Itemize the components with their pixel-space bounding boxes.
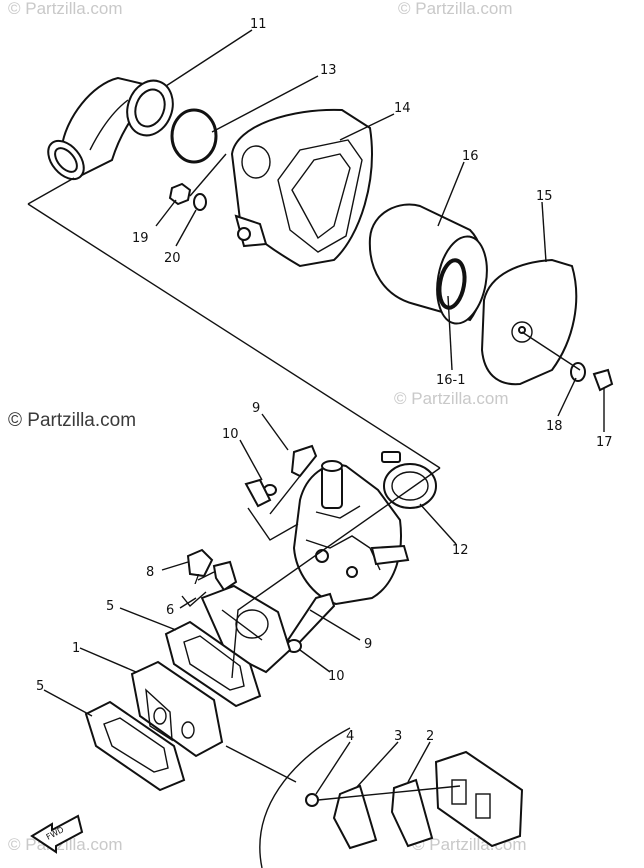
alignment-line-top bbox=[27, 203, 441, 469]
leader-lines bbox=[43, 29, 605, 795]
part-o-ring bbox=[170, 108, 218, 164]
callout-3: 3 bbox=[394, 729, 402, 744]
part-washer-20 bbox=[193, 193, 207, 211]
part-bolt-9-upper bbox=[290, 444, 318, 478]
forward-arrow-icon: FWD bbox=[30, 814, 84, 854]
callout-6: 6 bbox=[166, 603, 174, 618]
part-bolt-9-lower bbox=[286, 592, 336, 648]
callout-8: 8 bbox=[146, 565, 154, 580]
part-gasket-lower bbox=[84, 700, 186, 792]
callout-12: 12 bbox=[452, 543, 469, 558]
watermark-mid-right: © Partzilla.com bbox=[394, 389, 509, 408]
part-reed-plate bbox=[434, 750, 524, 848]
callout-5-upper: 5 bbox=[106, 599, 114, 614]
callout-15: 15 bbox=[536, 189, 553, 204]
callout-10-lower: 10 bbox=[328, 669, 345, 684]
callout-9-upper: 9 bbox=[252, 401, 260, 416]
callout-2: 2 bbox=[426, 729, 434, 744]
part-screw-4 bbox=[305, 793, 319, 807]
callout-7: 7 bbox=[192, 573, 200, 588]
part-nut-19 bbox=[168, 182, 192, 206]
callout-16: 16 bbox=[462, 149, 479, 164]
watermark-top-left: © Partzilla.com bbox=[8, 0, 123, 18]
separator-curve bbox=[259, 727, 351, 868]
callout-11: 11 bbox=[250, 17, 267, 32]
part-elbow-7 bbox=[212, 560, 238, 592]
callout-5-lower: 5 bbox=[36, 679, 44, 694]
part-cap-8 bbox=[186, 548, 214, 578]
part-intake-joint bbox=[47, 76, 174, 181]
callout-14: 14 bbox=[394, 101, 411, 116]
part-washer-18 bbox=[570, 362, 586, 382]
callout-1: 1 bbox=[72, 641, 80, 656]
callout-16-1: 16-1 bbox=[436, 373, 466, 388]
watermark-top-right: © Partzilla.com bbox=[398, 0, 513, 18]
callout-4: 4 bbox=[346, 729, 354, 744]
part-hose-clamp bbox=[381, 451, 437, 509]
part-air-box-case bbox=[230, 108, 373, 268]
callout-19: 19 bbox=[132, 231, 149, 246]
callout-20: 20 bbox=[164, 251, 181, 266]
callout-18: 18 bbox=[546, 419, 563, 434]
callout-9-lower: 9 bbox=[364, 637, 372, 652]
watermark-main: © Partzilla.com bbox=[8, 410, 136, 431]
callout-17: 17 bbox=[596, 435, 613, 450]
callout-13: 13 bbox=[320, 63, 337, 78]
callout-10-upper: 10 bbox=[222, 427, 239, 442]
part-air-box-cap bbox=[480, 258, 578, 386]
part-gasket-upper bbox=[164, 620, 262, 708]
part-carburetor bbox=[292, 460, 410, 606]
part-reed-petal-2 bbox=[390, 778, 434, 848]
part-air-filter-element bbox=[368, 203, 488, 325]
part-clip bbox=[244, 478, 272, 508]
part-reed-valve-body bbox=[130, 660, 224, 758]
part-bolt-17 bbox=[592, 368, 614, 392]
